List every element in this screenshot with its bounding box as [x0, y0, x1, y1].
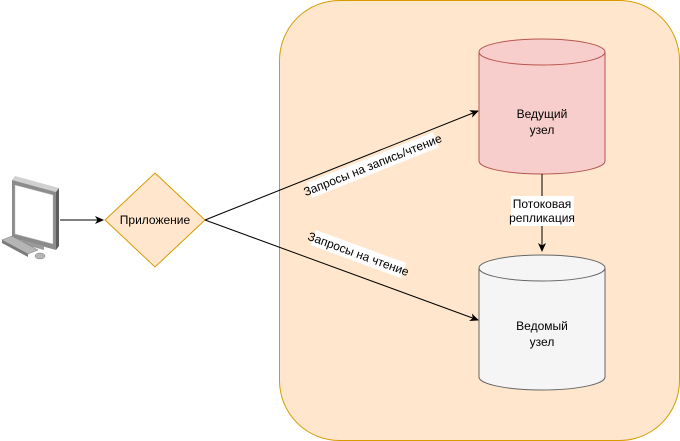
computer-icon: [1, 176, 59, 260]
edge-app-follower: [204, 219, 479, 322]
follower-label-line2: узел: [530, 335, 555, 349]
app-label: Приложение: [120, 213, 191, 227]
leader-node[interactable]: [478, 38, 606, 175]
edge-app-leader: [204, 110, 479, 221]
leader-label-line2: узел: [530, 123, 555, 137]
app-node[interactable]: [104, 172, 206, 268]
leader-label-line1: Ведущий: [517, 107, 568, 121]
replication-label-line1: Потоковая: [513, 197, 572, 211]
follower-label-line1: Ведомый: [516, 319, 568, 333]
replication-label-line2: репликация: [509, 211, 575, 225]
follower-node[interactable]: [478, 254, 606, 391]
